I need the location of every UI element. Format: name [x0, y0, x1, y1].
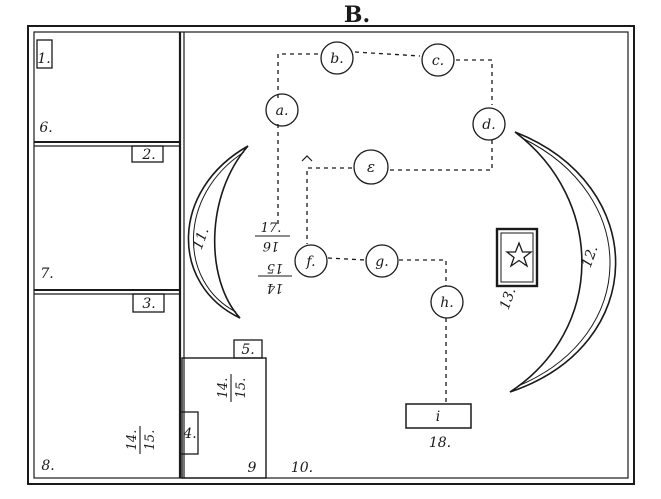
- room-9-fraction-bottom: 15.: [234, 378, 249, 399]
- node-b-label: b.: [330, 51, 343, 67]
- node-f-label: f.: [305, 254, 315, 270]
- room-2-tag: [131, 145, 164, 163]
- room-1-label: 1.: [37, 51, 50, 67]
- star-box: [495, 227, 539, 288]
- room-5-tag: [233, 339, 263, 359]
- fraction-inverted: 15 14: [258, 260, 292, 295]
- fraction-upright-top: 17.: [261, 221, 282, 236]
- room-6-label: 6.: [39, 120, 52, 136]
- bottom-box-label: 18.: [429, 435, 451, 451]
- room-3-tag: [132, 293, 165, 313]
- node-h-label: h.: [440, 295, 453, 311]
- room-8-fraction: 14. 15.: [125, 426, 158, 454]
- node-e-label: ε: [367, 158, 375, 176]
- node-h: h.: [430, 285, 464, 319]
- room-5-label: 5.: [241, 342, 254, 358]
- left-crescent: [187, 145, 249, 319]
- right-crescent: [509, 131, 617, 393]
- node-f: f.: [294, 244, 328, 278]
- room-3-label: 3.: [142, 296, 155, 312]
- fraction-inverted-top: 15: [267, 260, 284, 275]
- room-8-fraction-bottom: 15.: [143, 430, 158, 451]
- room-1-tag: [36, 39, 53, 69]
- star-icon: [505, 241, 533, 268]
- room-9-label: 9: [248, 460, 257, 476]
- room-2-label: 2.: [141, 147, 155, 163]
- node-g-label: g.: [375, 254, 388, 270]
- room-9-fraction: 14. 15.: [216, 374, 249, 402]
- plan-title: B.: [344, 2, 370, 28]
- node-e: ε: [353, 149, 389, 185]
- fraction-upright: 17. 16: [255, 221, 290, 253]
- node-c: c.: [421, 43, 455, 77]
- room-8-fraction-top: 14.: [125, 430, 140, 451]
- room-9-fraction-top: 14.: [216, 378, 231, 399]
- node-c-label: c.: [432, 53, 444, 69]
- node-d-label: d.: [482, 117, 495, 133]
- fraction-inverted-bottom: 14: [267, 280, 284, 295]
- room-4-label: 4.: [182, 426, 196, 442]
- right-crescent-label: 12.: [579, 243, 602, 269]
- room-7-label: 7.: [40, 266, 53, 282]
- star-box-label: 13.: [497, 285, 520, 311]
- node-g: g.: [365, 244, 399, 278]
- fraction-upright-bottom: 16: [263, 238, 280, 253]
- node-a: a.: [265, 93, 299, 127]
- left-crescent-label: 11.: [190, 225, 213, 251]
- bottom-box: [405, 403, 472, 429]
- node-a-label: a.: [276, 103, 289, 119]
- outer-frame: [27, 25, 635, 485]
- star-box-inner: [500, 232, 534, 283]
- node-d: d.: [472, 107, 506, 141]
- right-crescent-inner: [517, 137, 611, 387]
- inner-frame: [33, 31, 629, 479]
- bottom-box-mark: i: [436, 409, 440, 425]
- arrow-mark: [301, 155, 313, 162]
- room-8-label: 8.: [41, 458, 54, 474]
- dashed-connections: [277, 51, 493, 404]
- left-crescent-inner: [193, 151, 245, 313]
- node-b: b.: [320, 41, 354, 75]
- room-4-tag: [179, 411, 199, 455]
- room-9-box: [181, 357, 267, 479]
- room-10-label: 10.: [291, 460, 313, 476]
